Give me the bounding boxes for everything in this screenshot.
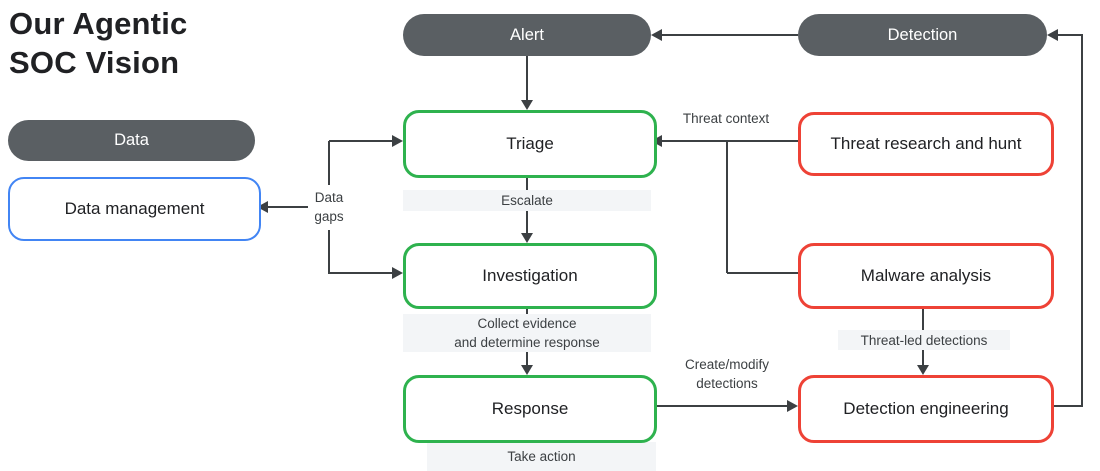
arrowhead-into-investigation-left bbox=[392, 267, 403, 279]
edge-detection-to-alert bbox=[658, 34, 798, 36]
edge-data-gaps-vertical-bottom bbox=[328, 230, 330, 274]
arrowhead-into-data-management bbox=[257, 201, 268, 213]
node-data-pill: Data bbox=[8, 120, 255, 161]
page-title-line2: SOC Vision bbox=[9, 45, 180, 80]
edge-hub-to-triage bbox=[329, 140, 395, 142]
arrowhead-into-detection-engineering-left bbox=[787, 400, 798, 412]
node-investigation: Investigation bbox=[403, 243, 657, 309]
node-malware-analysis: Malware analysis bbox=[798, 243, 1054, 309]
edge-label-threat-context: Threat context bbox=[682, 111, 770, 126]
arrowhead-into-response-top bbox=[521, 365, 533, 375]
edge-malware-to-junction bbox=[727, 272, 799, 274]
edge-right-to-detection bbox=[1058, 34, 1083, 36]
edge-data-gaps-vertical-top bbox=[328, 141, 330, 185]
node-alert-pill: Alert bbox=[403, 14, 651, 56]
arrowhead-into-investigation-top bbox=[521, 233, 533, 243]
edge-threat-research-to-triage bbox=[658, 140, 798, 142]
edge-label-create-modify-detections: Create/modify detections bbox=[684, 357, 770, 391]
edge-label-threat-led-detections: Threat-led detections bbox=[838, 330, 1010, 350]
arrowhead-into-triage-top bbox=[521, 100, 533, 110]
edge-alert-to-triage bbox=[526, 56, 528, 102]
edge-right-feedback-vertical bbox=[1081, 34, 1083, 407]
node-threat-research-and-hunt: Threat research and hunt bbox=[798, 112, 1054, 176]
edge-hub-to-investigation bbox=[329, 272, 395, 274]
edge-label-data-gaps: Data gaps bbox=[314, 190, 344, 224]
arrowhead-into-detection-engineering-top bbox=[917, 365, 929, 375]
node-detection-pill: Detection bbox=[798, 14, 1047, 56]
node-detection-engineering: Detection engineering bbox=[798, 375, 1054, 443]
node-response: Response bbox=[403, 375, 657, 443]
node-data-management: Data management bbox=[8, 177, 261, 241]
arrowhead-into-triage-left bbox=[392, 135, 403, 147]
node-triage: Triage bbox=[403, 110, 657, 178]
edge-label-take-action: Take action bbox=[427, 442, 656, 471]
page-title: Our Agentic SOC Vision bbox=[9, 4, 187, 82]
edge-detection-engineering-to-right bbox=[1048, 405, 1083, 407]
arrowhead-into-alert bbox=[651, 29, 662, 41]
edge-threat-context-junction-vertical bbox=[726, 141, 728, 273]
edge-response-to-detection-engineering bbox=[652, 405, 790, 407]
edge-label-collect-evidence: Collect evidence and determine response bbox=[403, 314, 651, 352]
page-title-line1: Our Agentic bbox=[9, 6, 188, 41]
arrowhead-into-detection-right bbox=[1047, 29, 1058, 41]
edge-label-escalate: Escalate bbox=[403, 190, 651, 211]
edge-hub-to-data-management bbox=[266, 206, 308, 208]
